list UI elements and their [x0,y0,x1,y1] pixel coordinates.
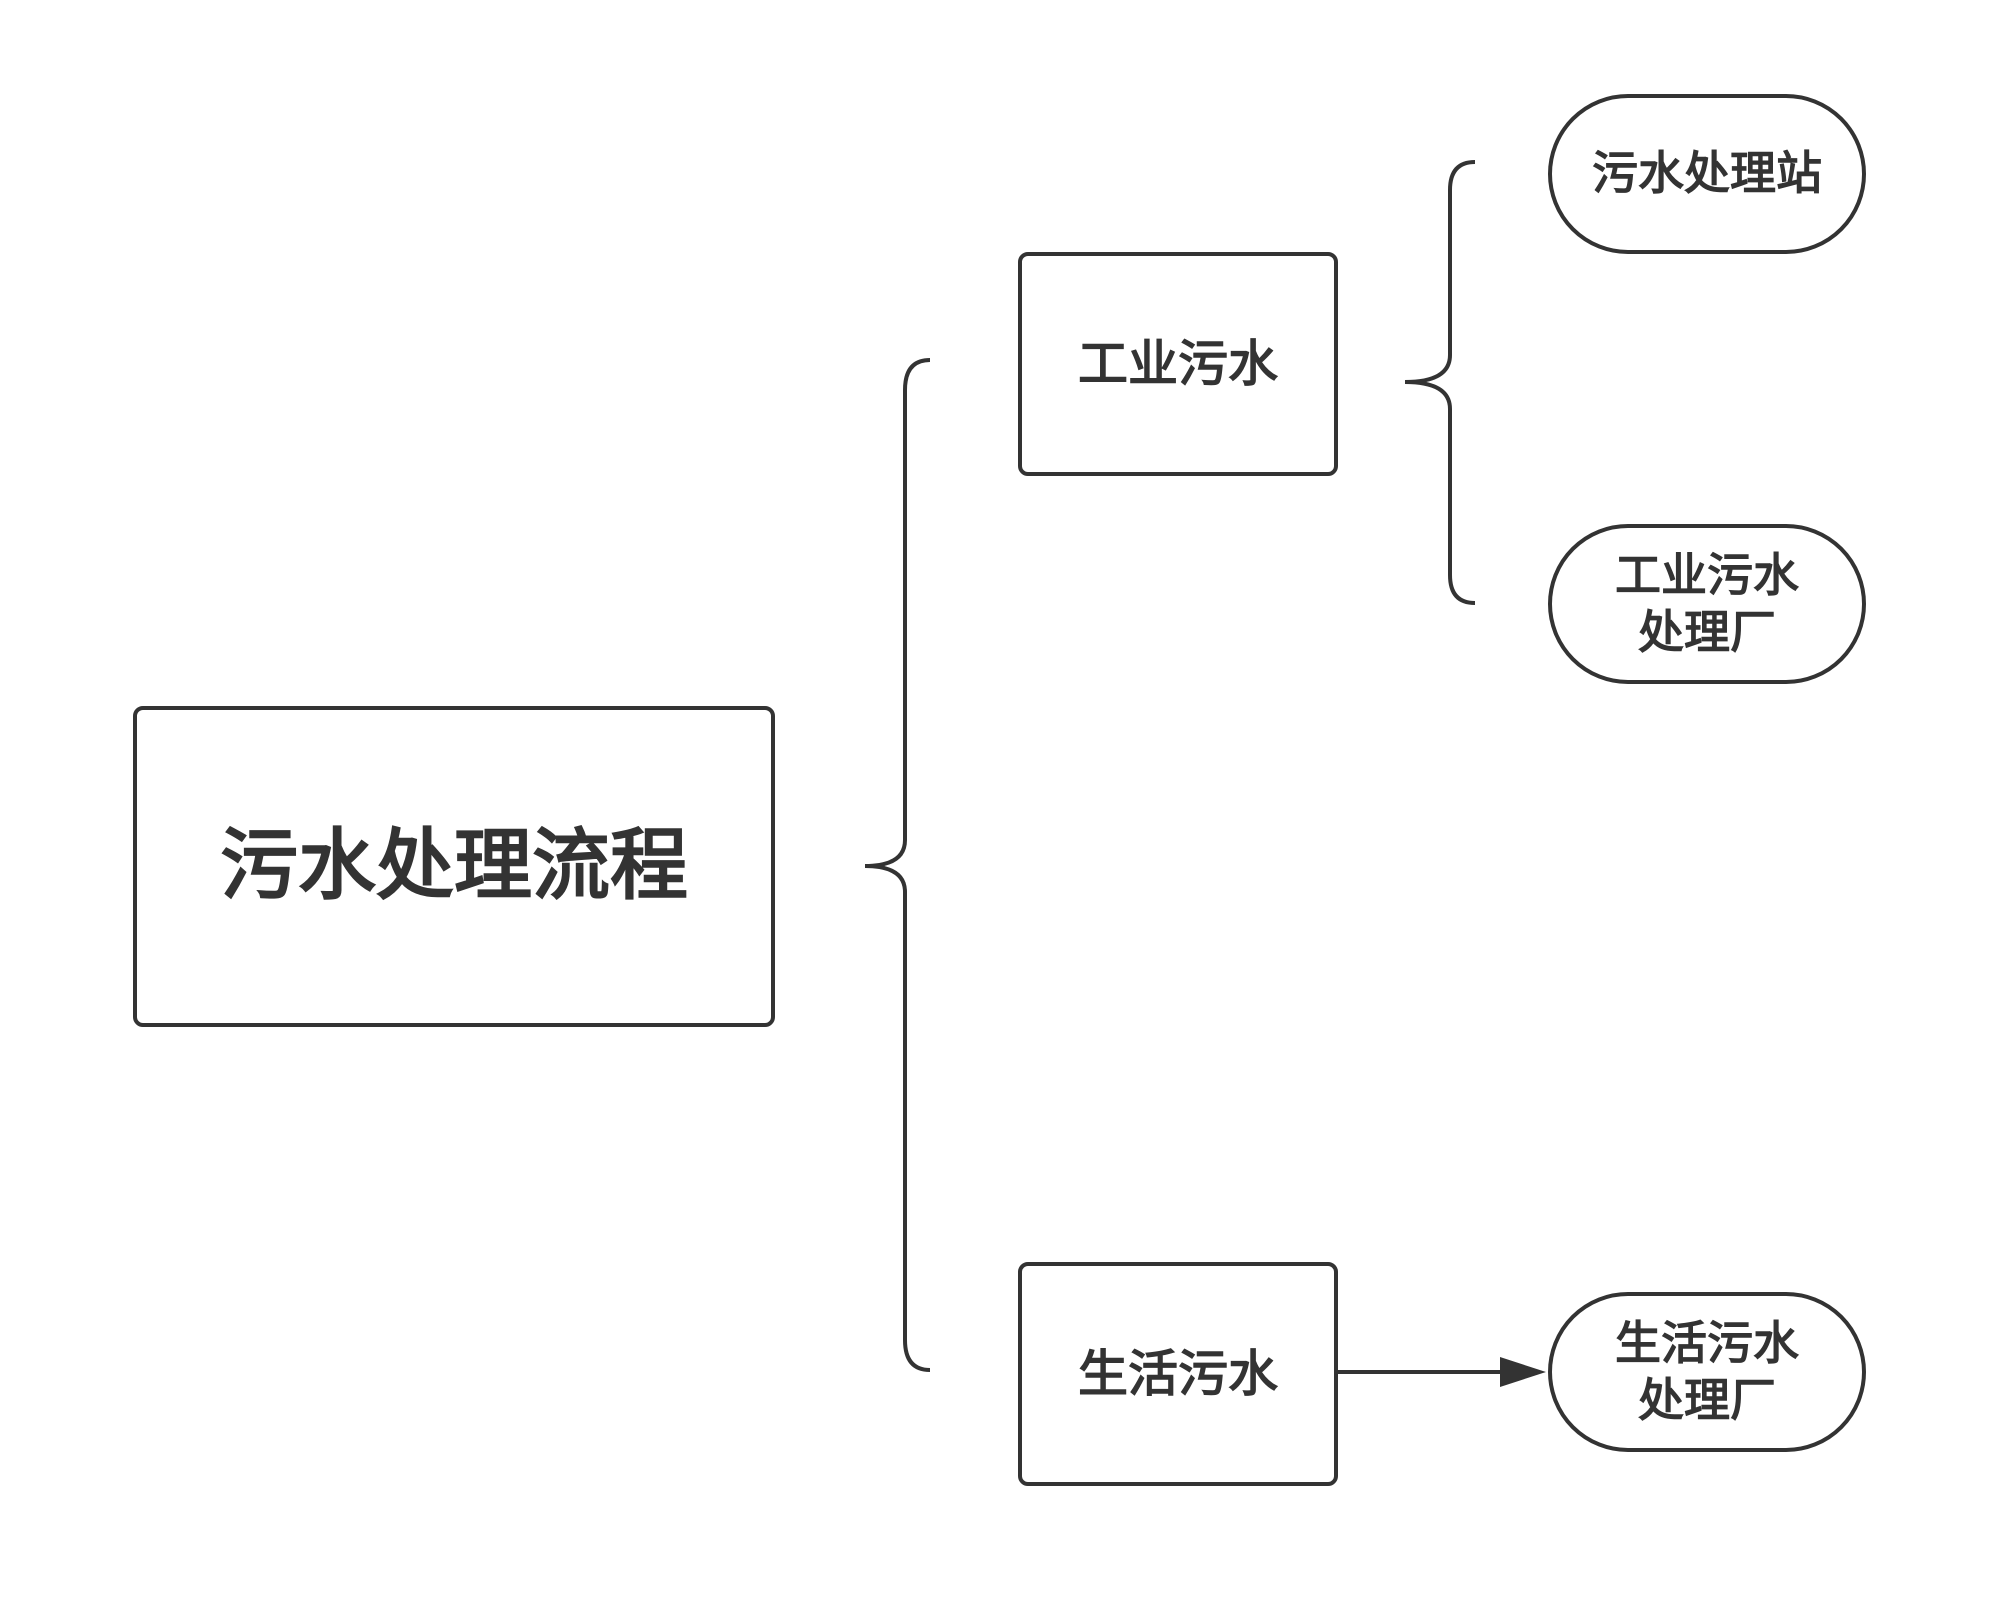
root-node: 污水处理流程 [133,706,775,1027]
domestic-plant-node: 生活污水处理厂 [1548,1292,1866,1452]
arrowhead-icon [1500,1357,1546,1387]
brace-industrial-to-facilities [1404,160,1476,605]
industrial-plant-label: 工业污水处理厂 [1615,547,1799,660]
industrial-wastewater-label: 工业污水 [1078,334,1278,393]
domestic-wastewater-label: 生活污水 [1078,1344,1278,1403]
industrial-wastewater-node: 工业污水 [1018,252,1338,476]
domestic-plant-label: 生活污水处理厂 [1615,1315,1799,1428]
root-node-label: 污水处理流程 [219,820,688,911]
treatment-station-node: 污水处理站 [1548,94,1866,254]
domestic-wastewater-node: 生活污水 [1018,1262,1338,1486]
treatment-station-label: 污水处理站 [1592,146,1822,201]
brace-root-to-categories [864,358,931,1372]
industrial-plant-node: 工业污水处理厂 [1548,524,1866,684]
